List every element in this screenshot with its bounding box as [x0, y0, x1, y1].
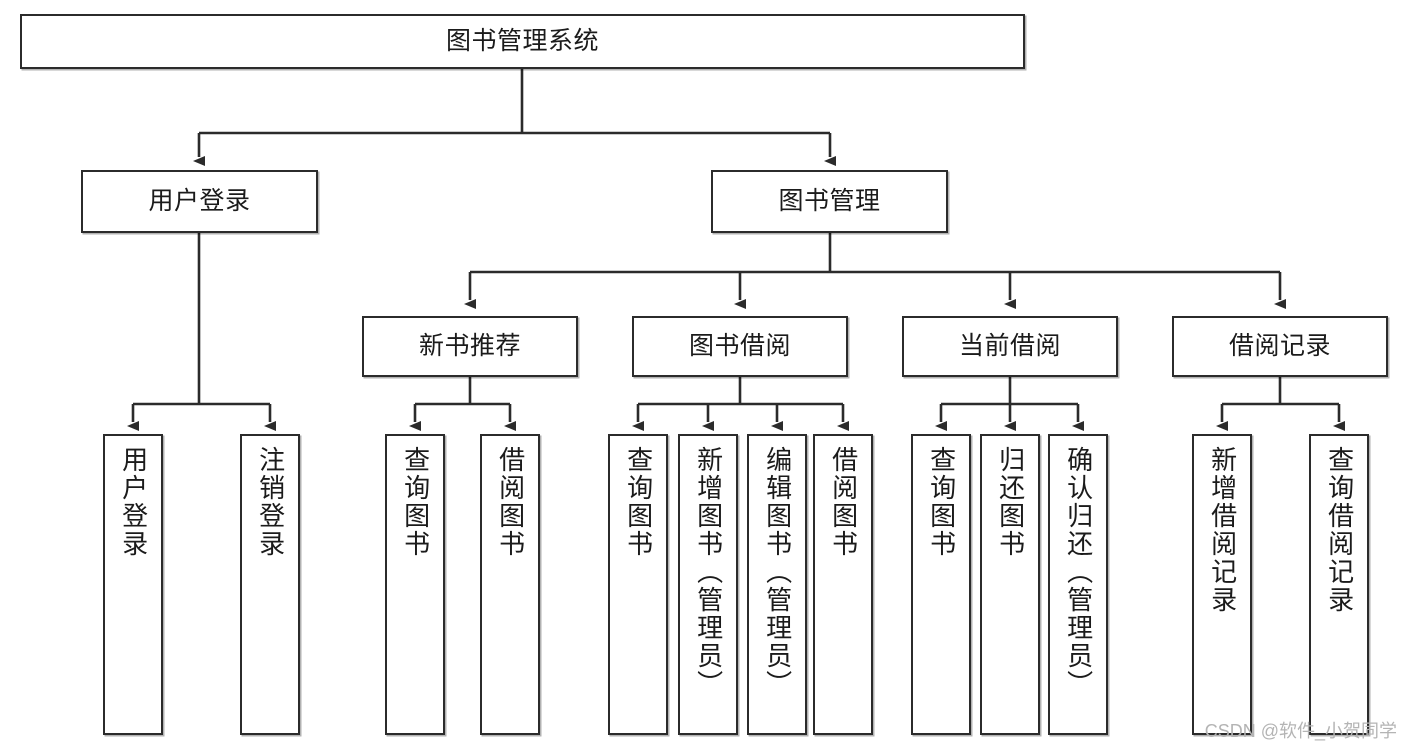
node-label: 借阅图书: [495, 446, 526, 558]
node-label: 查询图书: [400, 446, 431, 558]
node-label: 确认归还（管理员）: [1063, 446, 1094, 698]
leaf-query-book-borrow[interactable]: 查询图书: [608, 434, 668, 735]
leaf-add-borrow-record[interactable]: 新增借阅记录: [1192, 434, 1252, 735]
leaf-add-book-admin[interactable]: 新增图书（管理员）: [678, 434, 738, 735]
leaf-query-borrow-record[interactable]: 查询借阅记录: [1309, 434, 1369, 735]
node-label: 借阅记录: [1228, 331, 1331, 360]
leaf-borrow-book[interactable]: 借阅图书: [813, 434, 873, 735]
node-label: 图书管理: [778, 186, 881, 215]
csdn-watermark: CSDN @软件_小贺同学: [1204, 721, 1397, 741]
node-label: 新书推荐: [418, 331, 521, 360]
leaf-confirm-return-admin[interactable]: 确认归还（管理员）: [1048, 434, 1108, 735]
leaf-borrow-book-recommend[interactable]: 借阅图书: [480, 434, 540, 735]
leaf-user-login[interactable]: 用户登录: [103, 434, 163, 735]
node-label: 归还图书: [995, 446, 1026, 558]
node-book-borrow[interactable]: 图书借阅: [632, 316, 848, 377]
node-label: 用户登录: [148, 186, 251, 215]
node-label: 新增图书（管理员）: [693, 446, 724, 698]
node-user-login[interactable]: 用户登录: [81, 170, 318, 233]
leaf-query-book-current[interactable]: 查询图书: [911, 434, 971, 735]
node-label: 新增借阅记录: [1207, 446, 1238, 614]
node-label: 当前借阅: [958, 331, 1061, 360]
node-label: 图书管理系统: [445, 26, 599, 55]
leaf-query-book-recommend[interactable]: 查询图书: [385, 434, 445, 735]
node-borrow-record[interactable]: 借阅记录: [1172, 316, 1388, 377]
node-book-management-system[interactable]: 图书管理系统: [20, 14, 1025, 69]
node-label: 查询图书: [623, 446, 654, 558]
leaf-user-logout[interactable]: 注销登录: [240, 434, 300, 735]
node-book-management[interactable]: 图书管理: [711, 170, 948, 233]
node-label: 注销登录: [255, 446, 286, 558]
node-new-book-recommend[interactable]: 新书推荐: [362, 316, 578, 377]
node-label: 用户登录: [118, 446, 149, 558]
node-label: 查询图书: [926, 446, 957, 558]
node-current-borrow[interactable]: 当前借阅: [902, 316, 1118, 377]
leaf-edit-book-admin[interactable]: 编辑图书（管理员）: [747, 434, 807, 735]
node-label: 编辑图书（管理员）: [762, 446, 793, 698]
node-label: 图书借阅: [688, 331, 791, 360]
node-label: 查询借阅记录: [1324, 446, 1355, 614]
leaf-return-book[interactable]: 归还图书: [980, 434, 1040, 735]
node-label: 借阅图书: [828, 446, 859, 558]
